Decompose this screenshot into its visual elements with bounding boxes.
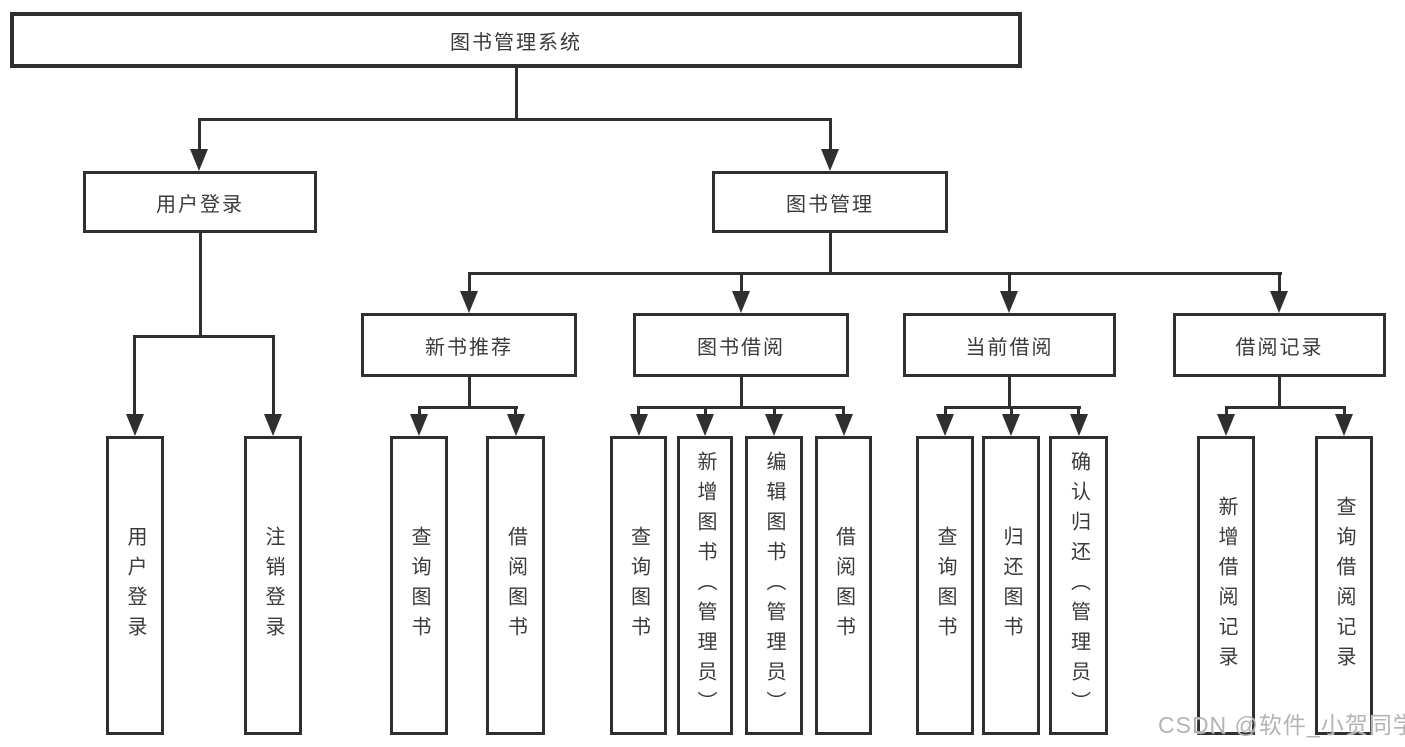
connector-stub: [637, 406, 640, 414]
arrow-down-icon: [765, 414, 783, 436]
arrow-down-icon: [1000, 291, 1018, 313]
node-label: 借阅图书: [832, 525, 855, 646]
node-label: 确认归还（管理员）: [1067, 450, 1090, 721]
connector-stub: [828, 118, 832, 149]
node-label: 借阅记录: [1235, 336, 1324, 359]
arrow-down-icon: [410, 414, 428, 436]
node-label: 新增图书（管理员）: [694, 450, 716, 721]
node-label: 新书推荐: [425, 336, 513, 359]
connector-stub: [772, 406, 776, 414]
arrow-down-icon: [629, 414, 648, 436]
node-book-management-branch: 图书管理: [712, 171, 948, 233]
connector-stub: [1077, 406, 1080, 414]
csdn-watermark: CSDN @软件_小贺同学: [1158, 712, 1405, 738]
connector-stub: [1009, 406, 1013, 414]
connector-stub: [703, 406, 707, 414]
leaf-logout: 注销登录: [244, 436, 302, 735]
connector-trunk: [739, 377, 743, 406]
node-user-login-branch: 用户登录: [83, 171, 317, 233]
node-label: 图书管理系统: [450, 31, 582, 54]
node-label: 用户登录: [156, 193, 244, 216]
arrow-down-icon: [190, 149, 208, 171]
connector-stub: [739, 272, 743, 291]
node-label: 用户登录: [124, 525, 146, 646]
leaf-user-login: 用户登录: [106, 436, 164, 735]
leaf-borrow-books: 借阅图书: [815, 436, 872, 735]
node-label: 新增借阅记录: [1215, 495, 1237, 676]
arrow-down-icon: [936, 414, 954, 436]
connector-trunk: [828, 233, 832, 275]
arrow-down-icon: [1335, 414, 1353, 436]
connector-stub: [133, 335, 136, 414]
connector-stub: [1278, 272, 1281, 291]
arrow-down-icon: [696, 414, 714, 436]
node-label: 查询图书: [627, 525, 650, 646]
arrow-down-icon: [1217, 414, 1235, 436]
arrow-down-icon: [821, 149, 839, 171]
leaf-add-books-admin: 新增图书（管理员）: [677, 436, 733, 735]
connector-trunk: [467, 377, 471, 406]
node-label: 查询借阅记录: [1333, 495, 1355, 676]
node-book-borrow: 图书借阅: [633, 313, 849, 377]
connector-stub: [514, 406, 517, 414]
connector-stub: [1224, 406, 1228, 414]
leaf-return-books: 归还图书: [982, 436, 1040, 735]
arrow-down-icon: [506, 414, 525, 436]
connector-stub: [943, 406, 947, 414]
arrow-down-icon: [1270, 291, 1288, 313]
connector-trunk: [198, 233, 202, 335]
node-current-borrow: 当前借阅: [903, 313, 1116, 377]
connector-trunk: [1008, 377, 1011, 406]
leaf-borrow-books: 借阅图书: [486, 436, 545, 735]
connector-crossbar: [133, 335, 275, 338]
connector-root-trunk: [514, 68, 518, 121]
node-label: 查询图书: [934, 525, 956, 646]
connector-stub: [417, 406, 421, 414]
connector-crossbar: [417, 406, 518, 409]
leaf-confirm-return-admin: 确认归还（管理员）: [1049, 436, 1108, 735]
node-label: 归还图书: [1000, 525, 1022, 646]
connector-stub: [1342, 406, 1346, 414]
node-label: 查询图书: [408, 525, 430, 646]
connector-stub: [842, 406, 845, 414]
node-library-management-system: 图书管理系统: [10, 12, 1022, 68]
arrow-down-icon: [264, 414, 282, 436]
arrow-down-icon: [125, 414, 144, 436]
node-label: 借阅图书: [504, 525, 527, 646]
arrow-down-icon: [1069, 414, 1088, 436]
leaf-query-books: 查询图书: [916, 436, 974, 735]
arrow-down-icon: [1002, 414, 1020, 436]
connector-stub: [197, 118, 201, 149]
arrow-down-icon: [732, 291, 750, 313]
connector-root-crossbar: [197, 118, 832, 121]
node-label: 当前借阅: [965, 336, 1054, 359]
connector-stub: [1008, 272, 1011, 291]
leaf-edit-books-admin: 编辑图书（管理员）: [745, 436, 803, 735]
connector-crossbar: [637, 406, 845, 409]
leaf-add-borrow-record: 新增借阅记录: [1197, 436, 1255, 735]
node-new-book-recommend: 新书推荐: [361, 313, 577, 377]
arrow-down-icon: [834, 414, 853, 436]
connector-crossbar: [1224, 406, 1345, 409]
node-label: 注销登录: [262, 525, 284, 646]
node-borrow-records: 借阅记录: [1173, 313, 1386, 377]
arrow-down-icon: [460, 291, 478, 313]
node-label: 编辑图书（管理员）: [763, 450, 785, 721]
node-label: 图书管理: [786, 193, 874, 216]
connector-crossbar: [467, 272, 1282, 275]
connector-stub: [467, 272, 471, 291]
leaf-query-borrow-record: 查询借阅记录: [1315, 436, 1373, 735]
connector-trunk: [1278, 377, 1281, 406]
leaf-query-books: 查询图书: [610, 436, 667, 735]
leaf-query-books: 查询图书: [390, 436, 448, 735]
node-label: 图书借阅: [697, 336, 785, 359]
connector-stub: [271, 335, 275, 414]
